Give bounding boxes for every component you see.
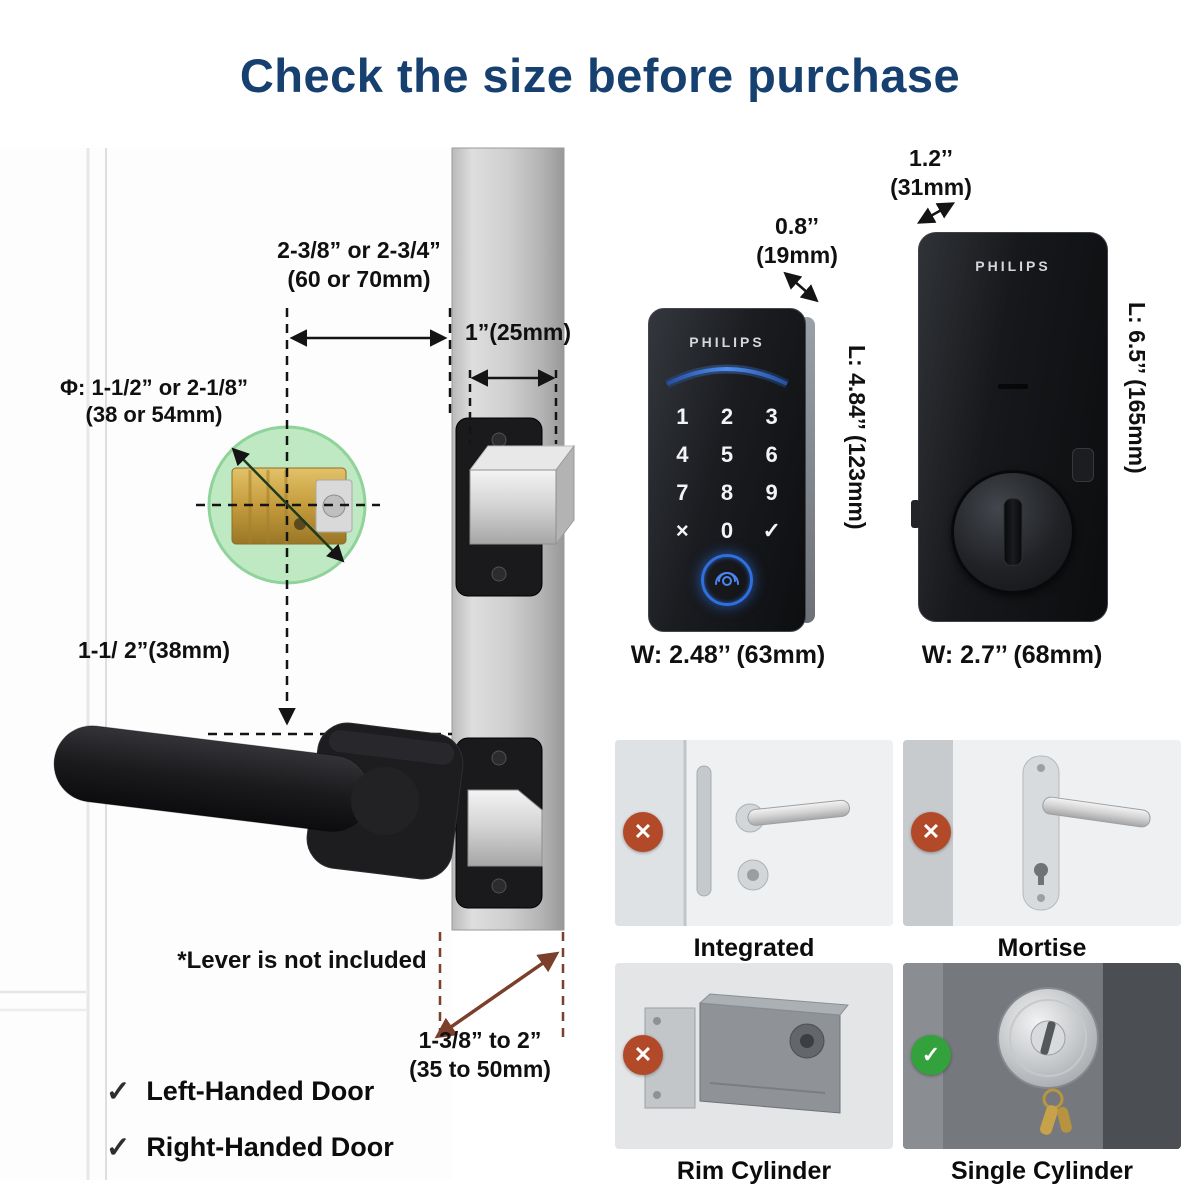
interior-width-label: W: 2.7’’ (68mm)	[921, 641, 1103, 669]
keypad-brand-logo: PHILIPS	[689, 334, 765, 350]
key-8: 8	[720, 480, 734, 505]
keypad-depth-label: 0.8’’ (19mm)	[756, 213, 838, 268]
cross-badge-icon: ✕	[623, 1035, 663, 1075]
rim-cylinder-illustration	[615, 963, 893, 1149]
compat-cell-rim-cylinder: ✕ Rim Cylinder	[615, 963, 893, 1186]
door-thickness-measure	[434, 932, 565, 1042]
status-light-bar	[664, 364, 790, 389]
page-title: Check the size before purchase	[239, 49, 961, 102]
interior-button	[1072, 448, 1094, 482]
keypad-number-pad: 1 2 3 4 5 6 7 8 9 × 0 ✓	[660, 398, 794, 550]
left-handed-label: Left-Handed Door	[146, 1076, 375, 1106]
interior-unit: PHILIPS	[911, 232, 1108, 622]
backset-label: 2-3/8” or 2-3/4” (60 or 70mm)	[277, 237, 441, 292]
fingerprint-icon	[715, 572, 739, 586]
thumbturn-knob	[951, 470, 1075, 594]
left-handed-door-row: ✓ Left-Handed Door	[106, 1074, 374, 1109]
lever-handle	[53, 722, 464, 880]
interior-depth-label: 1.2’’ (31mm)	[890, 145, 972, 200]
keypad-unit: PHILIPS 1 2 3 4 5 6 7 8 9 × 0 ✓	[648, 308, 815, 632]
mortise-label: Mortise	[997, 934, 1087, 962]
key-2: 2	[720, 404, 734, 429]
keypad-length-label: L: 4.84’’ (123mm)	[844, 345, 870, 530]
key-6: 6	[765, 442, 778, 467]
key-5: 5	[720, 442, 734, 467]
cross-bore-label: 1-1/ 2”(38mm)	[77, 637, 231, 663]
check-badge-icon: ✓	[911, 1035, 951, 1075]
key-9: 9	[765, 480, 778, 505]
compat-cell-integrated: ✕ Integrated	[615, 740, 893, 963]
key-4: 4	[676, 442, 689, 467]
integrated-photo: ✕	[615, 740, 893, 926]
check-icon: ✓	[106, 1132, 131, 1164]
check-icon: ✓	[106, 1076, 131, 1108]
interior-depth-arrow	[916, 202, 956, 224]
mortise-photo: ✕	[903, 740, 1181, 926]
cross-badge-icon: ✕	[623, 812, 663, 852]
rim-cylinder-label: Rim Cylinder	[676, 1157, 832, 1185]
keypad-depth-arrow	[783, 271, 819, 303]
rim-cylinder-photo: ✕	[615, 963, 893, 1149]
right-handed-label: Right-Handed Door	[146, 1132, 394, 1162]
single-cylinder-label: Single Cylinder	[951, 1157, 1133, 1185]
fingerprint-sensor	[701, 554, 753, 606]
integrated-label: Integrated	[693, 934, 815, 962]
key-1: 1	[676, 404, 689, 429]
integrated-illustration	[615, 740, 893, 926]
measurement-lines	[196, 308, 558, 736]
interior-brand-logo: PHILIPS	[975, 258, 1051, 274]
compat-cell-single-cylinder: ✓ Single Cylinder	[903, 963, 1181, 1186]
right-handed-door-row: ✓ Right-Handed Door	[106, 1130, 394, 1165]
indicator-slot	[998, 384, 1028, 389]
interior-length-label: L: 6.5’’ (165mm)	[1124, 302, 1150, 474]
door-face	[0, 148, 452, 1180]
thumbturn-bar	[1003, 498, 1023, 566]
key-confirm: ✓	[762, 518, 781, 543]
keypad-width-label: W: 2.48’’ (63mm)	[630, 641, 826, 669]
key-3: 3	[765, 404, 778, 429]
key-cancel: ×	[675, 518, 689, 543]
cross-badge-icon: ✕	[911, 812, 951, 852]
single-cylinder-photo: ✓	[903, 963, 1181, 1149]
key-7: 7	[676, 480, 689, 505]
door-illustration	[0, 147, 575, 1180]
compat-cell-mortise: ✕ Mortise	[903, 740, 1181, 963]
interior-side-tab	[911, 500, 920, 528]
bore-diameter-label: Φ: 1-1/2” or 2-1/8” (38 or 54mm)	[59, 375, 248, 428]
deadbolt-latch	[455, 417, 575, 597]
door-thickness-label: 1-3/8” to 2” (35 to 50mm)	[409, 1027, 551, 1082]
spring-latch	[455, 737, 543, 909]
lever-note: *Lever is not included	[177, 947, 427, 974]
key-0: 0	[720, 518, 734, 543]
latch-width-label: 1”(25mm)	[464, 319, 572, 345]
